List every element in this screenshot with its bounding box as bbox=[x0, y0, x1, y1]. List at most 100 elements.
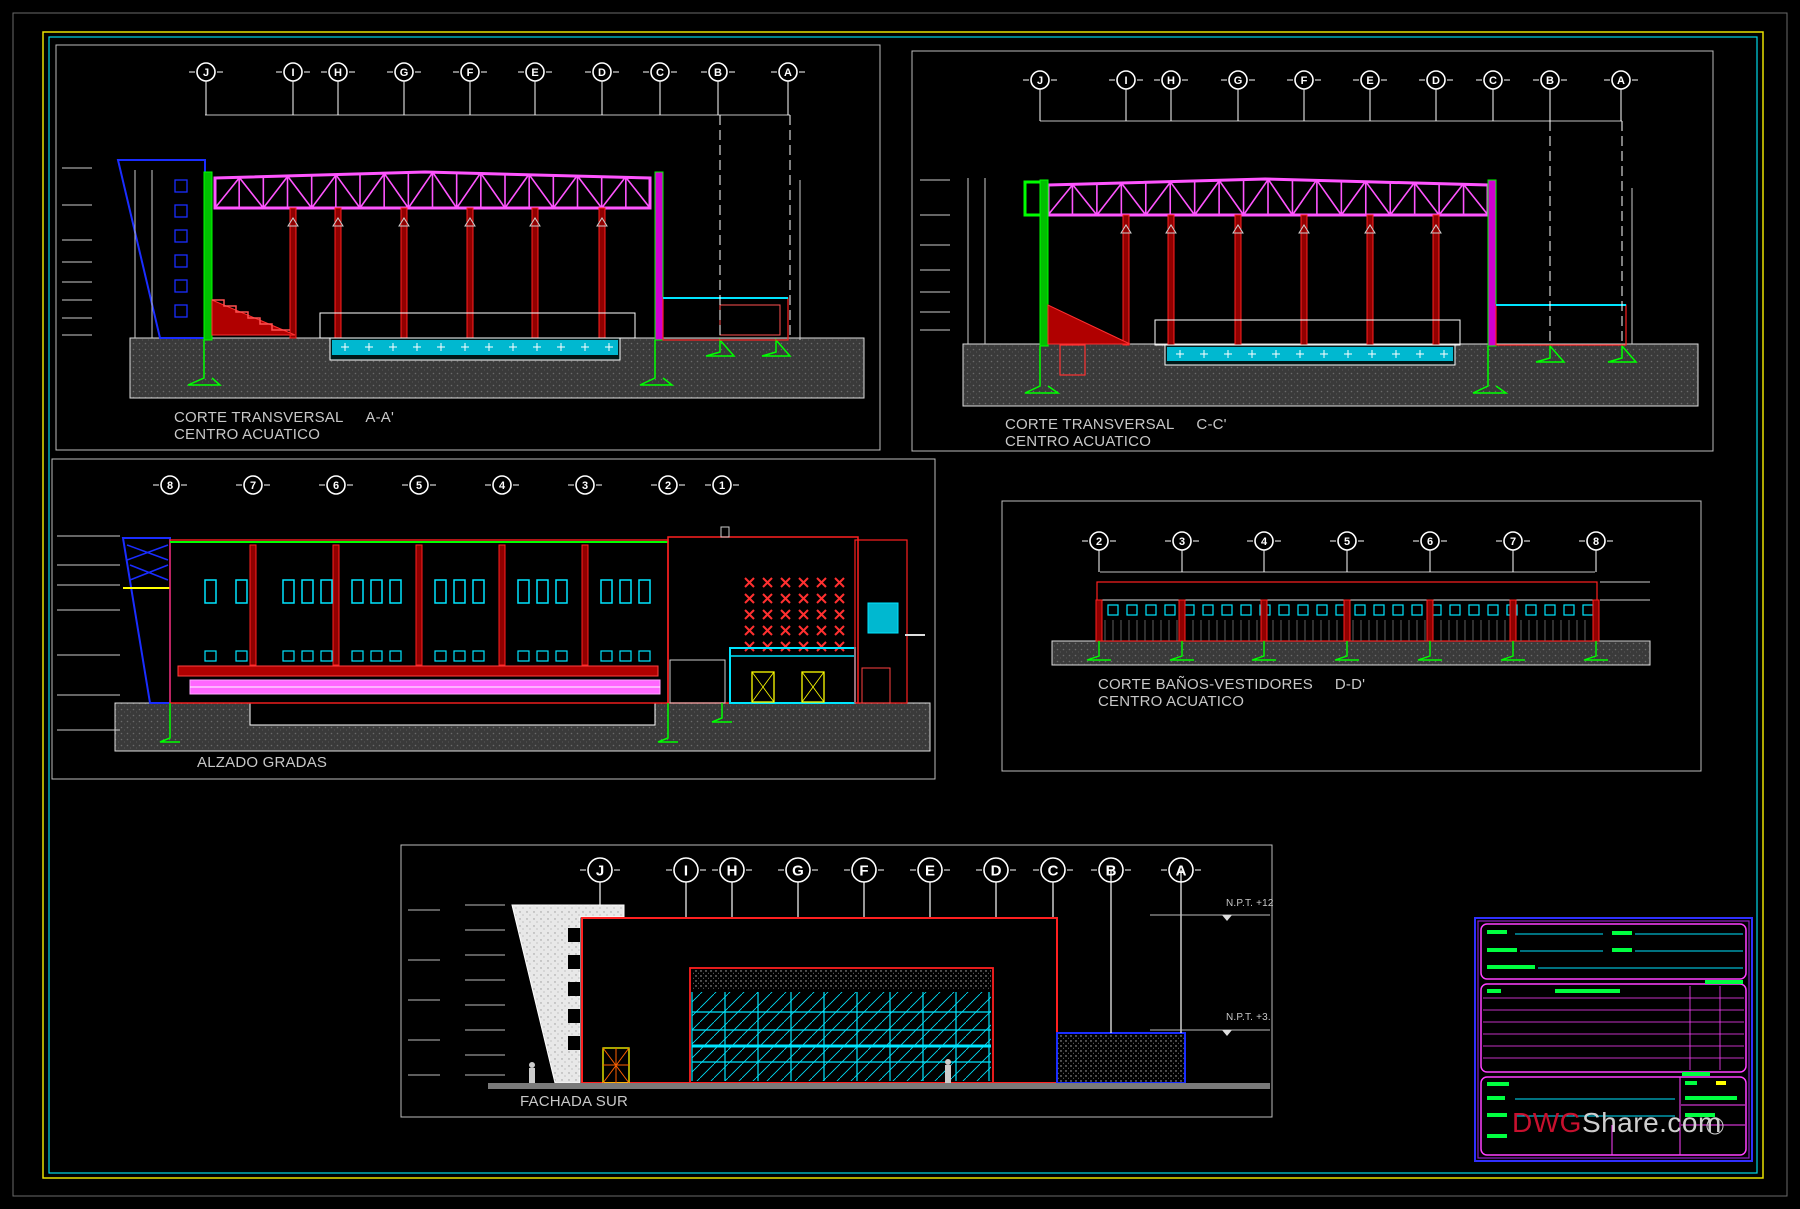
grid-bubble-3: 3 bbox=[568, 475, 602, 495]
grid-bubble-h: H bbox=[321, 62, 355, 115]
grid-bubble-a: A bbox=[1604, 70, 1638, 121]
grid-label: 5 bbox=[416, 480, 422, 492]
grid-bubble-i: I bbox=[666, 857, 706, 883]
grid-bubble-2: 2 bbox=[1082, 531, 1116, 572]
grid-bubble-d: D bbox=[1419, 70, 1453, 121]
grid-axes-lockers: 2 3 4 5 6 7 8 bbox=[1082, 531, 1613, 572]
grid-label: E bbox=[1366, 75, 1373, 87]
grid-label: D bbox=[1432, 75, 1440, 87]
grid-label: G bbox=[1234, 75, 1243, 87]
section-aa-code: A-A' bbox=[365, 409, 395, 426]
grid-bubble-6: 6 bbox=[319, 475, 353, 495]
section-cc-subtitle: CENTRO ACUATICO bbox=[1005, 433, 1152, 450]
section-dd-title: CORTE BAÑOS-VESTIDORES D-D' bbox=[1098, 676, 1366, 693]
grid-bubble-5: 5 bbox=[1330, 531, 1364, 572]
grid-bubble-g: G bbox=[778, 857, 818, 883]
grid-label: 4 bbox=[1261, 536, 1268, 548]
watermark-part3: .com bbox=[1659, 1107, 1722, 1138]
section-cc-code: C-C' bbox=[1196, 416, 1227, 433]
grid-label: 7 bbox=[250, 480, 256, 492]
grid-label: C bbox=[1489, 75, 1497, 87]
grid-bubble-h: H bbox=[712, 857, 752, 883]
grid-label: D bbox=[598, 67, 606, 79]
border-cyan bbox=[48, 36, 1758, 1174]
grid-label: J bbox=[1037, 75, 1043, 87]
grid-label: 8 bbox=[1593, 536, 1599, 548]
grid-bubble-f: F bbox=[453, 62, 487, 115]
grid-bubble-f: F bbox=[844, 857, 884, 883]
grid-label: C bbox=[1048, 862, 1059, 879]
grid-bubble-c: C bbox=[1476, 70, 1510, 121]
section-aa-subtitle: CENTRO ACUATICO bbox=[174, 426, 321, 443]
grid-bubble-g: G bbox=[1221, 70, 1255, 121]
grid-label: G bbox=[792, 862, 804, 879]
section-dd-subtitle: CENTRO ACUATICO bbox=[1098, 693, 1245, 710]
grid-label: H bbox=[1167, 75, 1175, 87]
grid-bubble-2: 2 bbox=[651, 475, 685, 495]
grid-bubble-e: E bbox=[1353, 70, 1387, 121]
section-aa-title: CORTE TRANSVERSAL A-A' bbox=[174, 409, 395, 426]
section-dd-code: D-D' bbox=[1334, 676, 1366, 693]
section-dd-panel: 2 3 4 5 6 7 8 bbox=[1001, 500, 1702, 772]
grid-label: H bbox=[727, 862, 738, 879]
grid-bubble-h: H bbox=[1154, 70, 1188, 121]
grid-label: 5 bbox=[1344, 536, 1350, 548]
grid-bubble-c: C bbox=[643, 62, 677, 115]
grid-label: 3 bbox=[1179, 536, 1185, 548]
grid-label: I bbox=[684, 862, 688, 879]
grid-bubble-7: 7 bbox=[1496, 531, 1530, 572]
grid-label: 3 bbox=[582, 480, 588, 492]
grid-label: 8 bbox=[167, 480, 173, 492]
watermark-part2: Share bbox=[1581, 1107, 1660, 1138]
outer-frame bbox=[12, 12, 1788, 1197]
border-yellow bbox=[42, 31, 1764, 1179]
grid-label: B bbox=[1546, 75, 1554, 87]
grid-bubble-f: F bbox=[1287, 70, 1321, 121]
grid-label: C bbox=[656, 67, 664, 79]
grid-bubble-d: D bbox=[976, 857, 1016, 883]
south-facade-title: FACHADA SUR bbox=[520, 1093, 629, 1110]
grid-bubble-e: E bbox=[910, 857, 950, 883]
grid-label: J bbox=[596, 862, 604, 879]
grid-label: F bbox=[1301, 75, 1308, 87]
section-cc-title: CORTE TRANSVERSAL C-C' bbox=[1005, 416, 1227, 433]
grid-label: F bbox=[859, 862, 868, 879]
grid-bubble-c: C bbox=[1033, 857, 1073, 883]
grid-label: I bbox=[1124, 75, 1127, 87]
elevation-stands-title: ALZADO GRADAS bbox=[197, 754, 328, 771]
grid-bubble-b: B bbox=[701, 62, 735, 115]
grid-label: E bbox=[925, 862, 935, 879]
grid-bubble-5: 5 bbox=[402, 475, 436, 495]
grid-label: 6 bbox=[1427, 536, 1433, 548]
title-block bbox=[1474, 917, 1753, 1162]
grid-label: 7 bbox=[1510, 536, 1516, 548]
watermark: DWGShare.com bbox=[1512, 1107, 1722, 1139]
grid-bubble-j: J bbox=[1023, 70, 1057, 121]
grid-bubble-i: I bbox=[276, 62, 310, 115]
grid-bubble-1: 1 bbox=[705, 475, 739, 495]
grid-bubble-3: 3 bbox=[1165, 531, 1199, 572]
grid-label: G bbox=[400, 67, 409, 79]
grid-label: H bbox=[334, 67, 342, 79]
grid-label: I bbox=[291, 67, 294, 79]
grid-bubble-7: 7 bbox=[236, 475, 270, 495]
level-npt-upper: N.P.T. +12 bbox=[1226, 898, 1274, 909]
grid-label: D bbox=[991, 862, 1002, 879]
grid-label: 2 bbox=[1096, 536, 1102, 548]
grid-label: B bbox=[714, 67, 722, 79]
grid-bubble-8: 8 bbox=[1579, 531, 1613, 572]
grid-label: 2 bbox=[665, 480, 671, 492]
grid-label: A bbox=[784, 67, 792, 79]
watermark-part1: DWG bbox=[1512, 1107, 1582, 1138]
grid-bubble-i: I bbox=[1109, 70, 1143, 121]
grid-bubble-8: 8 bbox=[153, 475, 187, 495]
level-npt-lower: N.P.T. +3. bbox=[1226, 1012, 1271, 1023]
